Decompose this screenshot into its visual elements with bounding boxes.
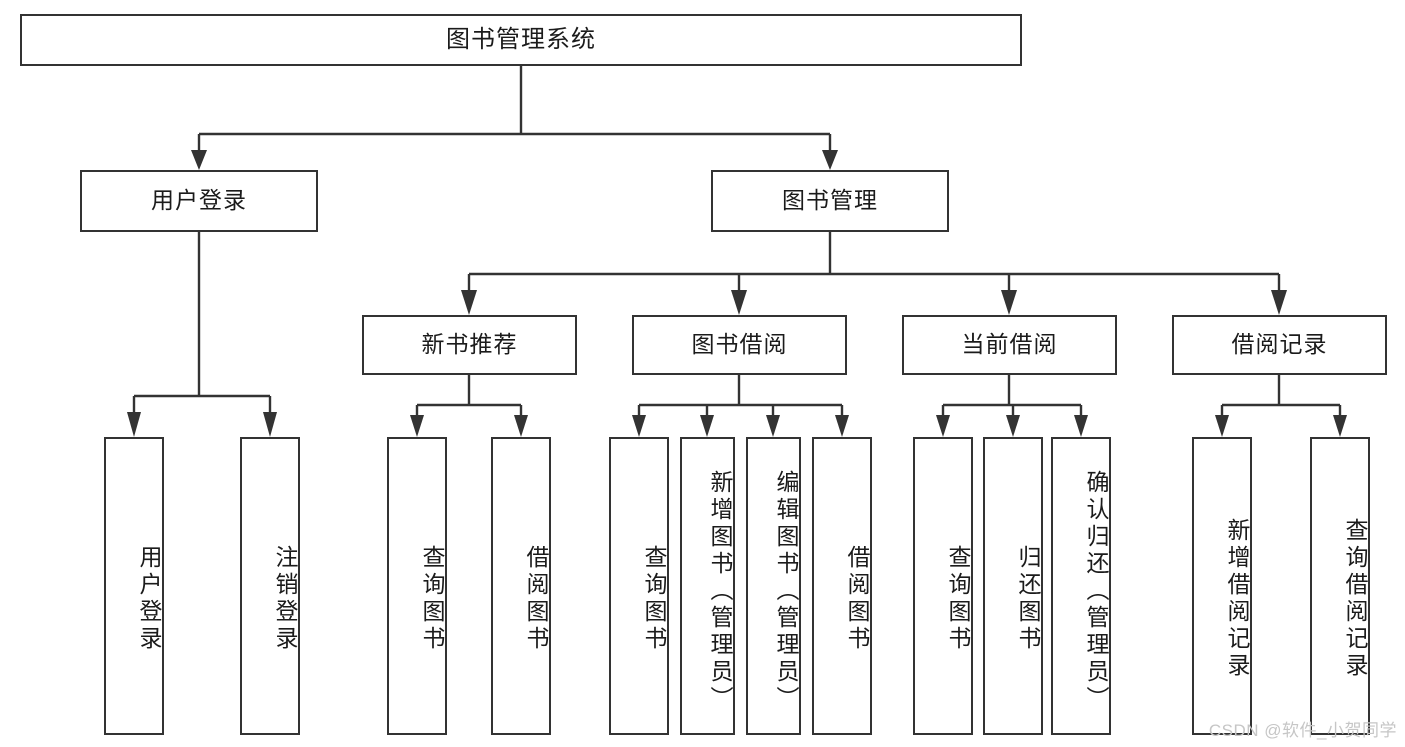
leaf-query-book-new[interactable]: 查询图书 bbox=[387, 437, 447, 735]
leaf-confirm-return-admin[interactable]: 确认归还（管理员） bbox=[1051, 437, 1111, 735]
arrowhead-book-mgmt bbox=[822, 150, 838, 170]
arrowhead-new-book bbox=[461, 290, 477, 315]
arrowhead-leaf-return-book bbox=[1006, 415, 1020, 437]
arrowhead-leaf-query-record bbox=[1333, 415, 1347, 437]
leaf-return-book[interactable]: 归还图书 bbox=[983, 437, 1043, 735]
node-root-system-title[interactable]: 图书管理系统 bbox=[20, 14, 1022, 66]
leaf-edit-book-admin[interactable]: 编辑图书（管理员） bbox=[746, 437, 801, 735]
arrowhead-leaf-query-book-2 bbox=[632, 415, 646, 437]
leaf-logout[interactable]: 注销登录 bbox=[240, 437, 300, 735]
arrowhead-book-borrow bbox=[731, 290, 747, 315]
leaf-borrow-book-borrow[interactable]: 借阅图书 bbox=[812, 437, 872, 735]
leaf-add-borrow-record[interactable]: 新增借阅记录 bbox=[1192, 437, 1252, 735]
node-book-borrow[interactable]: 图书借阅 bbox=[632, 315, 847, 375]
node-user-login[interactable]: 用户登录 bbox=[80, 170, 318, 232]
leaf-borrow-book-new[interactable]: 借阅图书 bbox=[491, 437, 551, 735]
leaf-query-book-current[interactable]: 查询图书 bbox=[913, 437, 973, 735]
arrowhead-user-login bbox=[191, 150, 207, 170]
arrowhead-leaf-borrow-book-1 bbox=[514, 415, 528, 437]
arrowhead-leaf-query-book-3 bbox=[936, 415, 950, 437]
arrowhead-leaf-confirm-return bbox=[1074, 415, 1088, 437]
node-current-borrow[interactable]: 当前借阅 bbox=[902, 315, 1117, 375]
csdn-watermark: CSDN @软件_小贺同学 bbox=[1208, 721, 1397, 740]
node-new-book-recommend[interactable]: 新书推荐 bbox=[362, 315, 577, 375]
arrowhead-leaf-borrow-book-2 bbox=[835, 415, 849, 437]
arrowhead-leaf-logout bbox=[263, 412, 277, 437]
arrowhead-leaf-edit-book bbox=[766, 415, 780, 437]
leaf-add-book-admin[interactable]: 新增图书（管理员） bbox=[680, 437, 735, 735]
node-borrow-record[interactable]: 借阅记录 bbox=[1172, 315, 1387, 375]
arrowhead-leaf-user-login bbox=[127, 412, 141, 437]
arrowhead-borrow-record bbox=[1271, 290, 1287, 315]
arrowhead-leaf-add-book bbox=[700, 415, 714, 437]
arrowhead-leaf-add-record bbox=[1215, 415, 1229, 437]
arrowhead-leaf-query-book-1 bbox=[410, 415, 424, 437]
leaf-user-login[interactable]: 用户登录 bbox=[104, 437, 164, 735]
node-book-management[interactable]: 图书管理 bbox=[711, 170, 949, 232]
leaf-query-borrow-record[interactable]: 查询借阅记录 bbox=[1310, 437, 1370, 735]
arrowhead-current-borrow bbox=[1001, 290, 1017, 315]
leaf-query-book-borrow[interactable]: 查询图书 bbox=[609, 437, 669, 735]
